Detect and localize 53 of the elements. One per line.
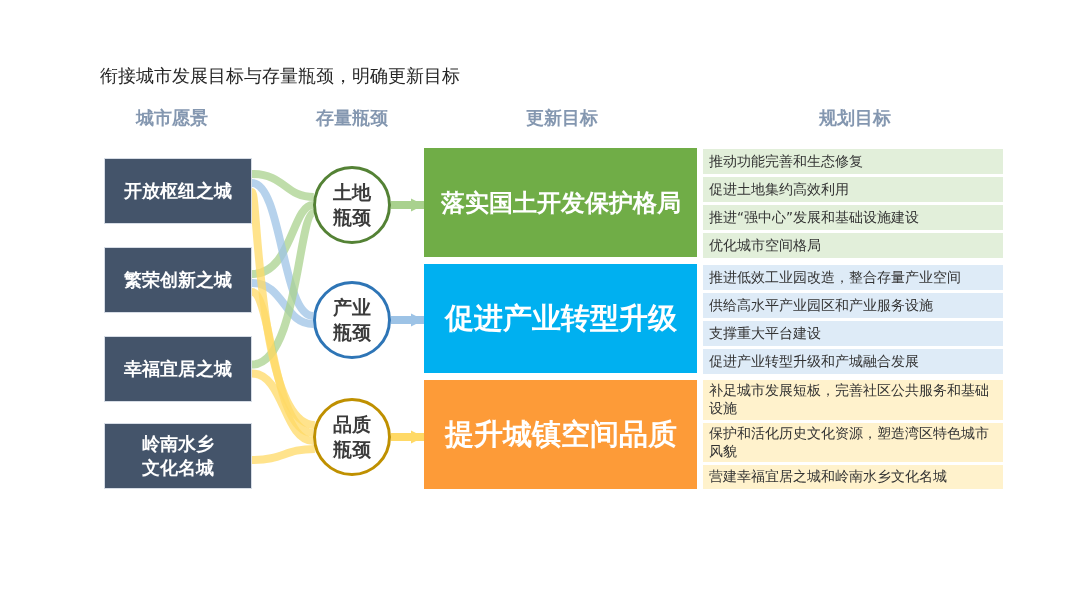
goal-item-text: 优化城市空间格局	[709, 236, 821, 255]
bottleneck-label: 品质瓶颈	[332, 412, 372, 462]
goal-item-text: 补足城市发展短板，完善社区公共服务和基础设施	[709, 382, 990, 418]
goal-item	[703, 380, 1003, 420]
goal-panel	[424, 380, 697, 489]
goal-item-text: 推动功能完善和生态修复	[709, 152, 863, 171]
column-header: 更新目标	[525, 106, 599, 130]
goal-item-text: 推进低效工业园改造，整合存量产业空间	[709, 268, 961, 287]
vision-label: 繁荣创新之城	[124, 267, 232, 292]
goal-item	[703, 233, 1003, 258]
column-header: 存量瓶颈	[314, 106, 389, 130]
vision-label: 幸福宜居之城	[124, 356, 232, 381]
flow-ribbon	[251, 279, 314, 328]
goal-item	[703, 205, 1003, 230]
goal-item	[703, 349, 1003, 374]
goal-item-text: 促进土地集约高效利用	[709, 180, 849, 199]
goal-heading: 落实国土开发保护格局	[440, 187, 681, 219]
vision-box	[104, 423, 252, 489]
goal-item	[703, 293, 1003, 318]
vision-box	[104, 158, 252, 224]
bottleneck-label: 土地瓶颈	[332, 180, 372, 230]
page-title: 衔接城市发展目标与存量瓶颈，明确更新目标	[100, 65, 460, 88]
flow-ribbon	[251, 369, 314, 445]
goal-item	[703, 149, 1003, 174]
goal-item-text: 保护和活化历史文化资源，塑造湾区特色城市风貌	[709, 424, 990, 461]
bottleneck-label: 产业瓶颈	[332, 295, 372, 345]
goal-panel	[424, 148, 697, 257]
goal-item-text: 供给高水平产业园区和产业服务设施	[709, 296, 933, 315]
arrow	[391, 313, 424, 327]
goal-item	[703, 177, 1003, 202]
goal-item-text: 营建幸福宜居之城和岭南水乡文化名城	[709, 468, 947, 486]
flow-ribbon	[251, 445, 315, 464]
flow-ribbon	[251, 170, 315, 201]
goal-heading: 提升城镇空间品质	[444, 415, 677, 453]
vision-box	[104, 336, 252, 402]
arrow	[391, 430, 424, 444]
vision-label: 岭南水乡文化名城	[141, 431, 215, 480]
goal-heading: 促进产业转型升级	[444, 299, 677, 337]
vision-label: 开放枢纽之城	[124, 178, 232, 203]
goal-item-text: 推进“强中心”发展和基础设施建设	[709, 208, 919, 227]
arrow	[391, 198, 424, 212]
flow-ribbon	[251, 201, 315, 278]
goal-item	[703, 265, 1003, 290]
goal-item	[703, 465, 1003, 489]
column-header: 规划目标	[818, 106, 892, 130]
goal-panel	[424, 264, 697, 373]
column-header: 城市愿景	[134, 106, 209, 130]
flow-ribbon	[250, 209, 317, 369]
goal-item-text: 支撑重大平台建设	[709, 324, 821, 343]
vision-box	[104, 247, 252, 313]
goal-item	[703, 321, 1003, 346]
goal-item-text: 促进产业转型升级和产城融合发展	[709, 352, 919, 371]
flow-ribbon	[250, 179, 315, 320]
